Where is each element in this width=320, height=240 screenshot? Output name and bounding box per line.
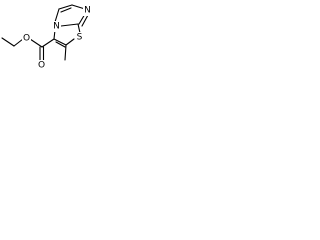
bond-c6-methyl bbox=[64, 44, 67, 61]
molecule-diagram: O O N N S bbox=[0, 0, 112, 76]
bond-nbridge-c3 bbox=[54, 8, 60, 23]
o-ester-bg bbox=[22, 33, 31, 44]
bond-c5-c6-double bbox=[55, 41, 66, 48]
n-bridge-bg bbox=[52, 21, 61, 32]
o-ester-label: O bbox=[23, 34, 30, 44]
molecule-structure: O O N N S bbox=[1, 4, 92, 71]
bond-c3-c2 bbox=[58, 4, 73, 10]
bond-ch2-o bbox=[13, 38, 24, 47]
bond-c2-n1 bbox=[71, 4, 86, 10]
bond-o-carbonyl-c bbox=[29, 38, 43, 48]
o-carbonyl-bg bbox=[37, 60, 46, 71]
bond-c5-c6 bbox=[53, 38, 67, 46]
bond-c3-c2-double bbox=[60, 7, 72, 13]
s-ring-bg bbox=[75, 32, 84, 43]
n-bridge-label: N bbox=[53, 22, 60, 32]
n-ring-bg bbox=[83, 5, 92, 16]
bond-n1-c7a-double bbox=[81, 14, 89, 27]
s-ring-label: S bbox=[77, 33, 83, 43]
bond-carbonyl-c5 bbox=[41, 38, 55, 48]
bond-c6-s bbox=[65, 38, 75, 46]
bond-ch3-ch2 bbox=[1, 37, 15, 47]
bond-c7a-nbridge bbox=[60, 23, 79, 27]
o-carbonyl-label: O bbox=[38, 61, 45, 71]
n-ring-label: N bbox=[84, 6, 91, 16]
bond-s-c7a bbox=[77, 23, 81, 34]
